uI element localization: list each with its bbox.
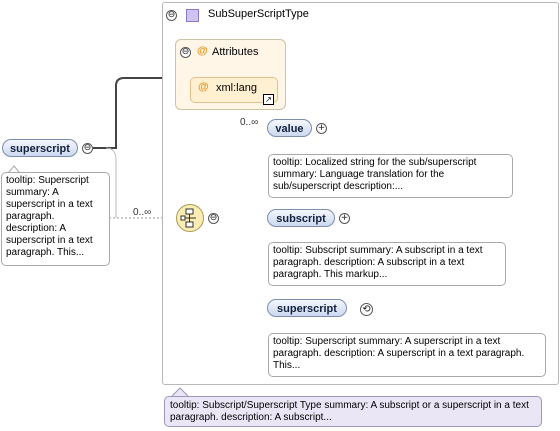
subscript-expand-button[interactable]: + xyxy=(339,213,350,224)
attributes-collapse-button[interactable]: ⊖ xyxy=(180,47,191,58)
sequence-occurrence: 0..∞ xyxy=(133,207,152,218)
complex-type-icon xyxy=(186,9,199,22)
child-element-superscript[interactable]: superscript xyxy=(267,299,347,317)
superscript-tooltip: tooltip: Superscript summary: A superscr… xyxy=(268,333,546,377)
child-element-subscript[interactable]: subscript xyxy=(267,209,335,227)
sequence-icon xyxy=(180,208,196,228)
recursion-icon[interactable]: ⟲ xyxy=(360,303,373,316)
sequence-compositor[interactable] xyxy=(176,204,204,232)
attribute-at-icon: @ xyxy=(198,81,209,93)
sequence-collapse-button[interactable]: ⊖ xyxy=(208,213,219,224)
value-occurrence: 0..∞ xyxy=(240,117,259,128)
root-tooltip: tooltip: Superscript summary: A superscr… xyxy=(1,172,110,266)
type-title: SubSuperScriptType xyxy=(208,8,309,20)
value-expand-button[interactable]: + xyxy=(316,123,327,134)
child-element-value[interactable]: value xyxy=(267,119,312,137)
value-tooltip: tooltip: Localized string for the sub/su… xyxy=(268,154,513,198)
type-tooltip: tooltip: Subscript/Superscript Type summ… xyxy=(164,396,542,427)
root-element-superscript[interactable]: superscript xyxy=(2,139,78,157)
external-link-icon[interactable]: ↗ xyxy=(263,94,274,105)
type-collapse-button[interactable]: ⊖ xyxy=(166,10,177,21)
attribute-at-icon: @ xyxy=(197,45,208,57)
attribute-label: xml:lang xyxy=(216,82,257,94)
root-collapse-button[interactable]: ⊖ xyxy=(82,143,93,154)
attributes-title: Attributes xyxy=(212,46,259,58)
subscript-tooltip: tooltip: Subscript summary: A subscript … xyxy=(268,242,506,286)
